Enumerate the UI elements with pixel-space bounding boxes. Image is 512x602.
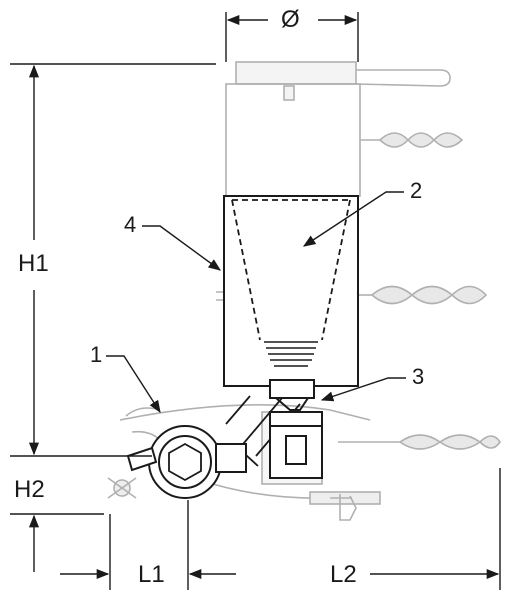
ghost-knob-upper [378,132,464,148]
ghost-screw [330,494,357,521]
callout-1: 1 [90,342,103,367]
ghost-knob-lower [398,434,501,450]
leader-4 [142,225,222,271]
leader-3 [320,377,406,402]
ghost-lid [235,61,357,85]
funnel-dashed [231,199,351,341]
leader-2 [302,191,404,247]
dimension-lines [10,12,501,590]
coupling-block [269,379,315,399]
foreground-parts [126,195,359,499]
callout-leaders [106,191,406,414]
lower-bracket [269,411,323,479]
callout-4: 4 [124,212,137,237]
ghost-cylinder [225,83,361,197]
callout-2: 2 [410,178,423,203]
ghost-lid-handle [355,69,451,87]
h1-label: H1 [18,250,49,277]
leader-1 [106,355,161,414]
clamp-bolt [126,446,158,472]
diameter-label: Ø [281,6,300,33]
callout-3: 3 [412,364,425,389]
clamp-hub [148,425,222,499]
l1-label: L1 [138,561,165,588]
ghost-wing-nut [107,477,137,499]
ghost-knob-middle [370,285,488,305]
h2-label: H2 [14,476,45,503]
l2-label: L2 [330,561,357,588]
funnel-nozzle [264,341,318,367]
